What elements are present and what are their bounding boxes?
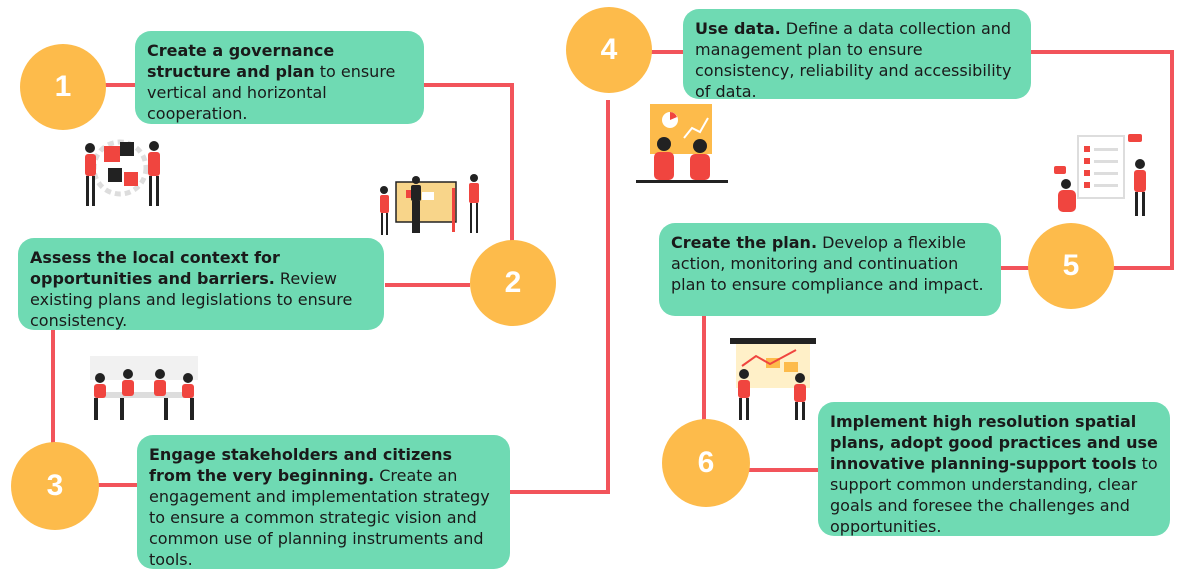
step-5-box: Create the plan. Develop a flexible acti…: [659, 223, 1001, 316]
step-2-box: Assess the local context for opportuniti…: [18, 238, 384, 330]
step-5-text: Develop a flexible action, monitoring an…: [671, 233, 984, 294]
step-4-title: Use data.: [695, 19, 781, 38]
step-6-title: Implement high resolution spatial plans,…: [830, 412, 1158, 473]
step-1-circle: 1: [20, 44, 106, 130]
presentation-chart-illustration: [730, 338, 816, 420]
step-6-circle: 6: [662, 419, 750, 507]
step-4-box: Use data. Define a data collection and m…: [683, 9, 1031, 101]
step-4-text: Define a data collection and management …: [695, 19, 1012, 101]
step-1-title: Create a governance structure and plan: [147, 41, 335, 81]
board-meeting-illustration: [380, 174, 479, 235]
data-analysis-illustration: [636, 104, 728, 183]
step-3-title: Engage stakeholders and citizens from th…: [149, 445, 453, 485]
step-2-circle: 2: [470, 240, 556, 326]
team-table-illustration: [90, 356, 198, 420]
step-1-box: Create a governance structure and plan t…: [135, 31, 424, 124]
connector-4-5: [1030, 50, 1174, 270]
puzzle-team-illustration: [85, 139, 160, 206]
step-1-text: to ensure vertical and horizontal cooper…: [147, 62, 396, 123]
connector-3-4: [510, 100, 610, 494]
step-4-circle: 4: [566, 7, 652, 93]
step-2-title: Assess the local context for opportuniti…: [30, 248, 280, 288]
step-3-text: Create an engagement and implementation …: [149, 466, 490, 569]
step-5-circle: 5: [1028, 223, 1114, 309]
step-3-box: Engage stakeholders and citizens from th…: [137, 435, 510, 569]
step-6-box: Implement high resolution spatial plans,…: [818, 402, 1170, 536]
step-2-text: Review existing plans and legislations t…: [30, 269, 353, 330]
step-3-circle: 3: [11, 442, 99, 530]
checklist-illustration: [1054, 134, 1146, 216]
step-5-title: Create the plan.: [671, 233, 818, 252]
step-6-text: to support common understanding, clear g…: [830, 454, 1158, 536]
